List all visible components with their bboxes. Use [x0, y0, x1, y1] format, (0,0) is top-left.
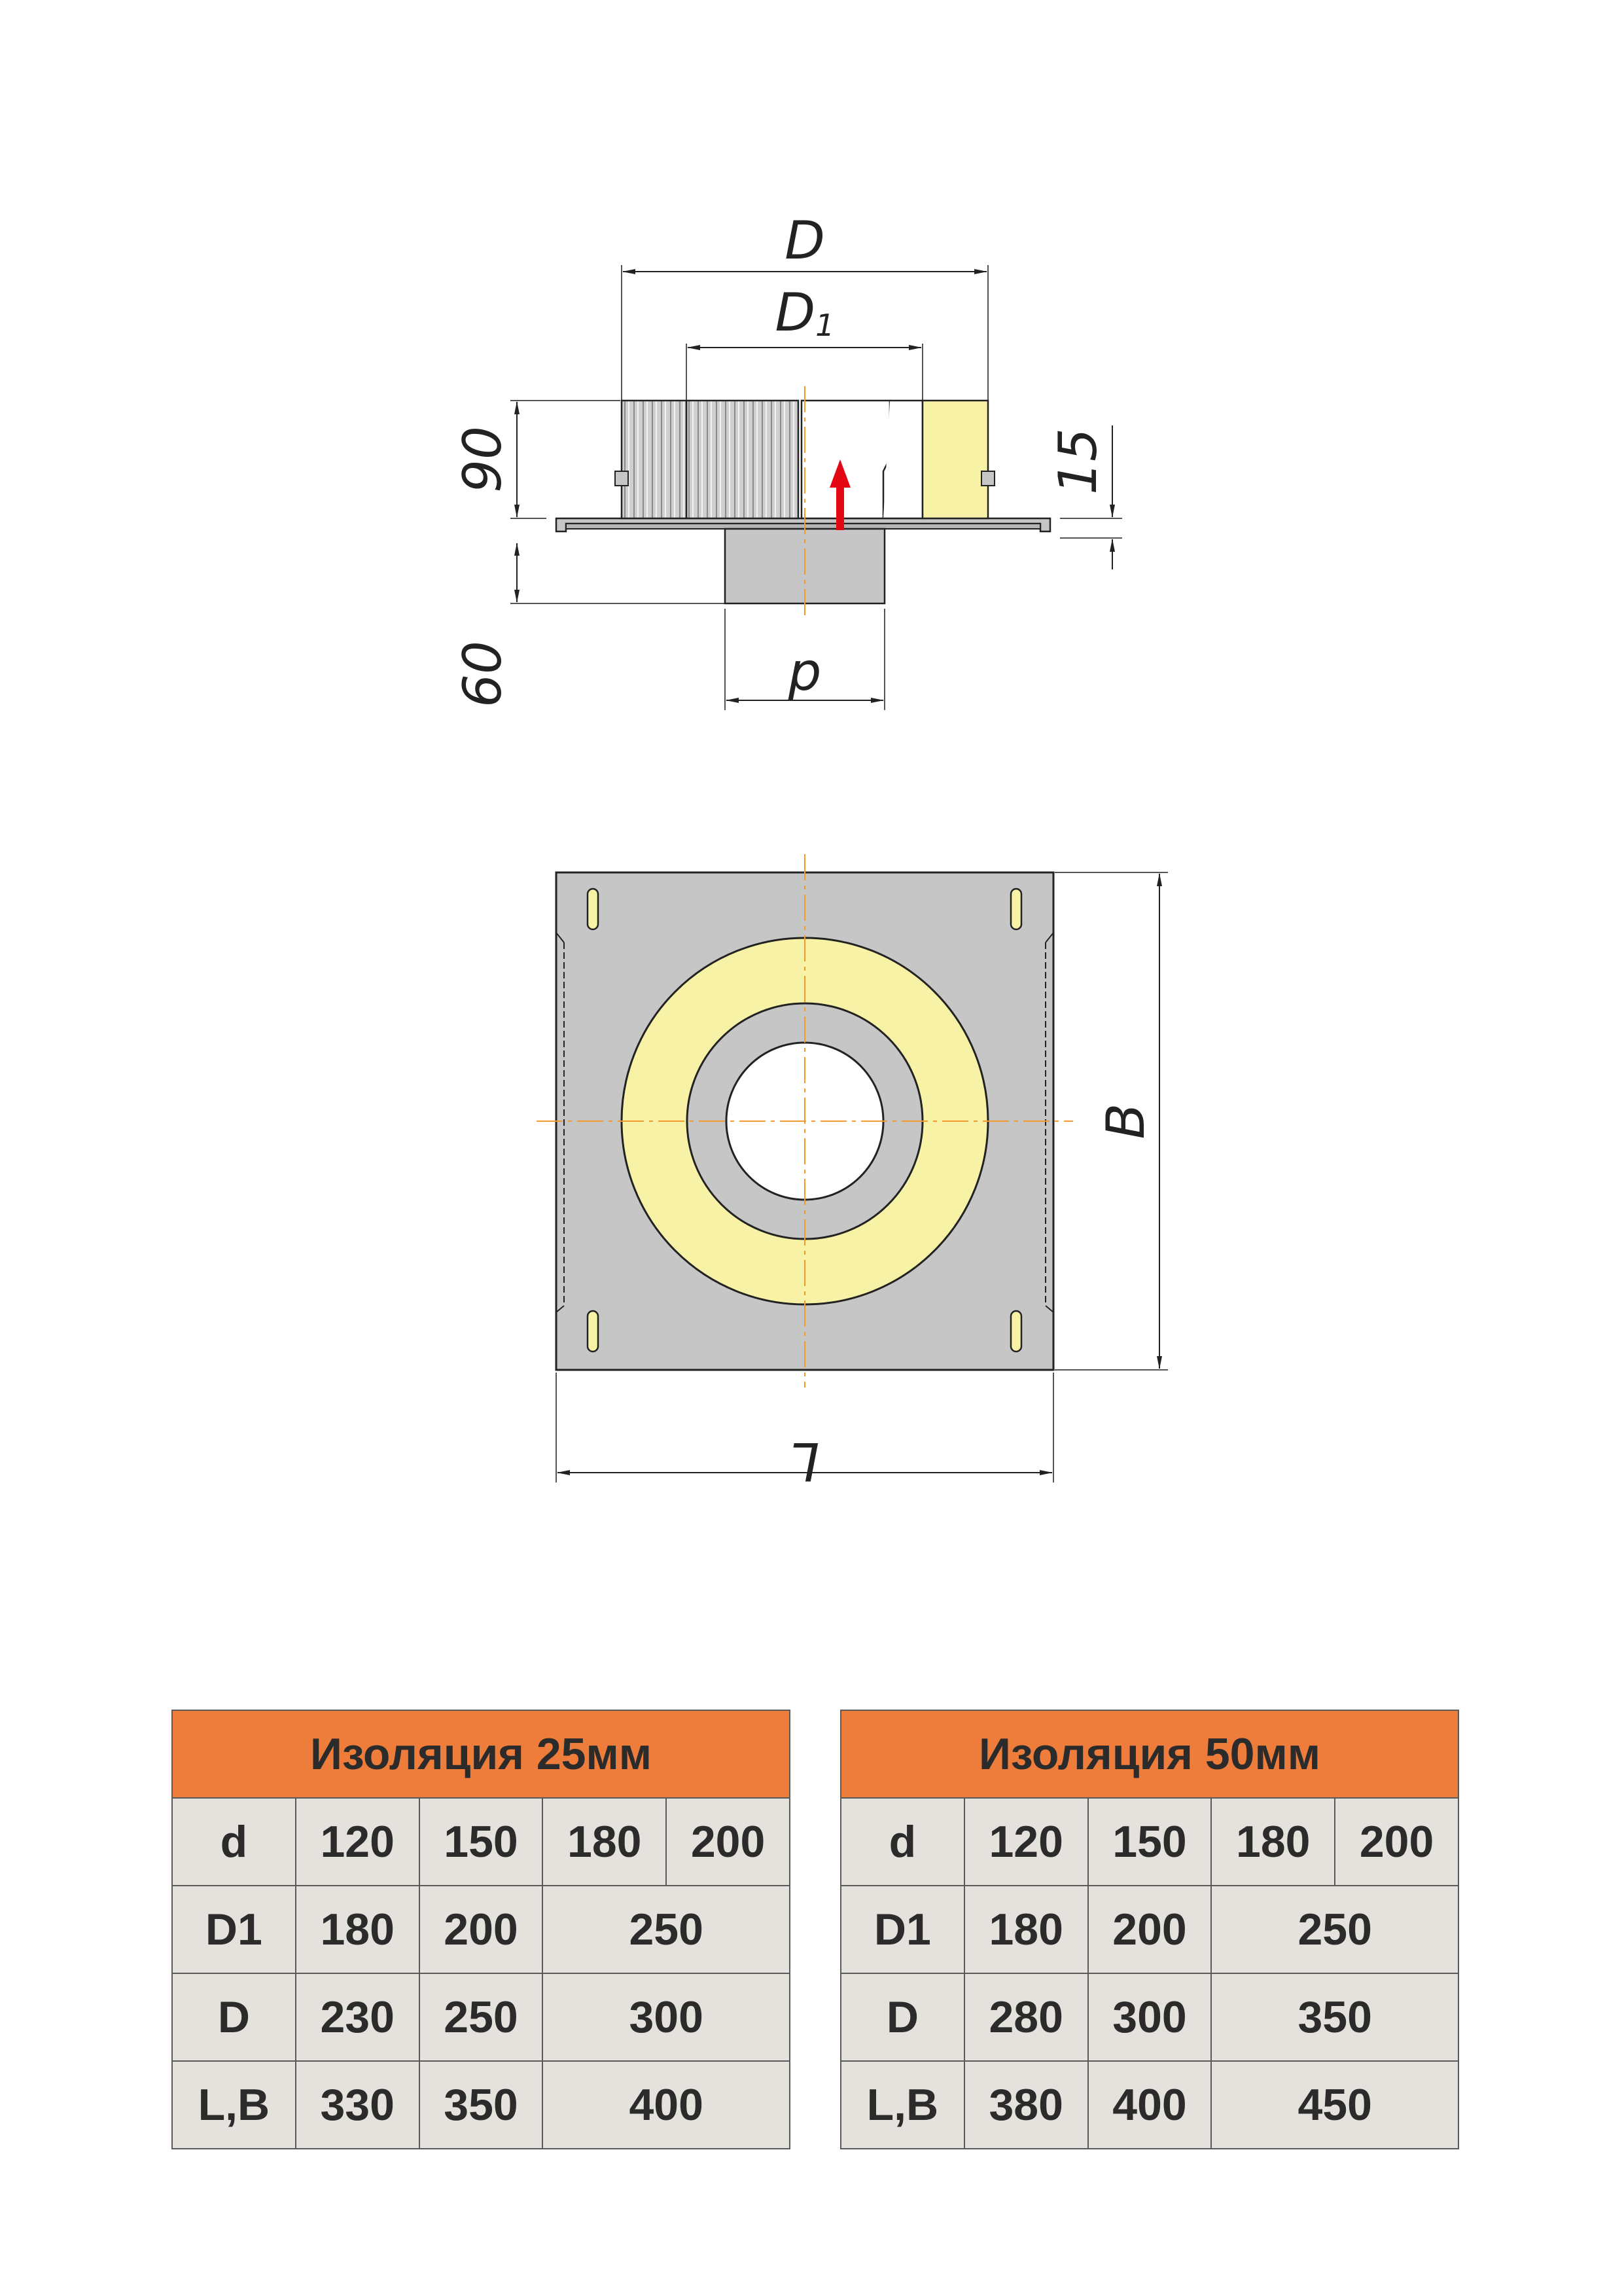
table-cell: 230 — [294, 1973, 420, 2062]
row-label: L,B — [171, 2060, 296, 2149]
slot — [586, 1310, 599, 1353]
table-cell: 200 — [1334, 1797, 1459, 1886]
table-row: D 230 250 300 — [171, 1973, 790, 2062]
table-cell: 300 — [1087, 1973, 1212, 2062]
technical-drawing: D D1 90 60 15 d — [452, 210, 1168, 1492]
row-label: L,B — [840, 2060, 965, 2149]
table-cell: 280 — [963, 1973, 1089, 2062]
row-label: d — [171, 1797, 296, 1886]
table-row: d 120 150 180 200 — [171, 1797, 790, 1886]
table-cell: 330 — [294, 2060, 420, 2149]
table-row: L,B 380 400 450 — [840, 2060, 1459, 2149]
table-cell: 200 — [418, 1885, 544, 1974]
dim-label-D: D — [785, 210, 825, 271]
table-cell: 180 — [1210, 1797, 1336, 1886]
row-label: D1 — [171, 1885, 296, 1974]
table-cell: 400 — [1087, 2060, 1212, 2149]
table-cell: 380 — [963, 2060, 1089, 2149]
table-cell: 200 — [665, 1797, 790, 1886]
table-cell: 150 — [1087, 1797, 1212, 1886]
slot — [1010, 888, 1023, 931]
slot — [586, 888, 599, 931]
table-cell: 180 — [963, 1885, 1089, 1974]
dim-label-d: d — [787, 649, 821, 709]
dim-label-60: 60 — [452, 641, 513, 708]
dim-label-D1: D1 — [775, 282, 835, 343]
table-row: L,B 330 350 400 — [171, 2060, 790, 2149]
table-cell: 180 — [294, 1885, 420, 1974]
dim-label-90: 90 — [452, 426, 513, 493]
table-cell: 150 — [418, 1797, 544, 1886]
top-view: B L — [537, 854, 1168, 1492]
spec-table-insulation-50: Изоляция 50мм d 120 150 180 200 D1 180 2… — [840, 1710, 1459, 2149]
spec-table-insulation-25: Изоляция 25мм d 120 150 180 200 D1 180 2… — [171, 1710, 790, 2149]
table-cell: 120 — [294, 1797, 420, 1886]
table-cell: 450 — [1210, 2060, 1459, 2149]
table-row: D 280 300 350 — [840, 1973, 1459, 2062]
row-label: D — [171, 1973, 296, 2062]
slot — [1010, 1310, 1023, 1353]
table-title: Изоляция 25мм — [171, 1710, 790, 1799]
dim-label-B: B — [1095, 1103, 1156, 1139]
table-row: D1 180 200 250 — [840, 1885, 1459, 1974]
table-row: D1 180 200 250 — [171, 1885, 790, 1974]
flow-arrow-icon — [830, 459, 851, 530]
table-cell: 350 — [1210, 1973, 1459, 2062]
table-row: d 120 150 180 200 — [840, 1797, 1459, 1886]
table-cell: 250 — [1210, 1885, 1459, 1974]
table-cell: 250 — [542, 1885, 790, 1974]
row-label: D1 — [840, 1885, 965, 1974]
table-cell: 120 — [963, 1797, 1089, 1886]
side-view: D D1 90 60 15 d — [452, 210, 1122, 710]
dim-label-L: L — [790, 1431, 820, 1492]
row-label: d — [840, 1797, 965, 1886]
table-cell: 250 — [418, 1973, 544, 2062]
table-cell: 300 — [542, 1973, 790, 2062]
table-cell: 400 — [542, 2060, 790, 2149]
table-cell: 180 — [542, 1797, 667, 1886]
table-cell: 200 — [1087, 1885, 1212, 1974]
row-label: D — [840, 1973, 965, 2062]
dim-label-15: 15 — [1048, 428, 1108, 495]
table-cell: 350 — [418, 2060, 544, 2149]
table-title: Изоляция 50мм — [840, 1710, 1459, 1799]
